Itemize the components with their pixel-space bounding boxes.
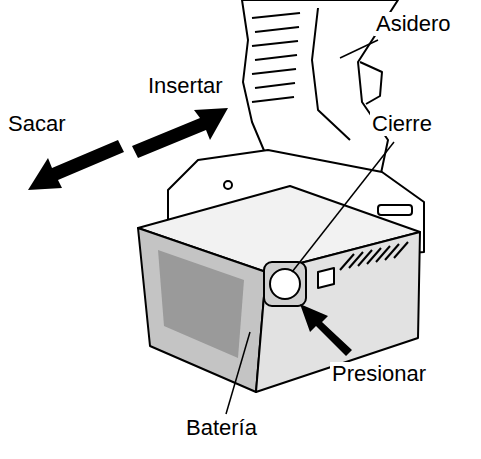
grip-rib (255, 55, 297, 60)
vent-slit (367, 248, 381, 264)
vent-slit (385, 244, 399, 260)
battery-panel (158, 250, 244, 358)
handle-grip (312, 8, 350, 140)
battery-vents (340, 242, 408, 270)
grip-rib (255, 27, 299, 32)
leader-line (340, 40, 378, 58)
leader-line (292, 142, 394, 272)
latch-housing (264, 262, 306, 306)
part-label: Cierre (370, 112, 434, 136)
grip-rib (252, 97, 294, 102)
vent-slit (349, 252, 363, 268)
part-label: Batería (184, 416, 259, 440)
grip-ribs (252, 13, 300, 102)
grip-rib (252, 13, 300, 18)
latch (270, 269, 300, 299)
grip-rib (255, 83, 295, 88)
leader-line (226, 332, 250, 414)
vent-slit (340, 254, 354, 270)
vent-slit (394, 242, 408, 258)
part-label: Sacar (6, 112, 67, 136)
vent-slit (358, 250, 372, 266)
part-label: Presionar (330, 362, 428, 386)
grip-rib (252, 41, 298, 46)
press-arrow (300, 304, 352, 356)
latch-tab (318, 268, 334, 288)
part-label: Insertar (146, 74, 225, 98)
battery-left-face (138, 228, 266, 392)
grip-rib (252, 69, 296, 74)
screw (224, 181, 232, 189)
vent-slit (376, 246, 390, 262)
side-slot (378, 205, 412, 215)
trigger-guard (360, 62, 382, 104)
part-label: Asidero (374, 12, 453, 36)
